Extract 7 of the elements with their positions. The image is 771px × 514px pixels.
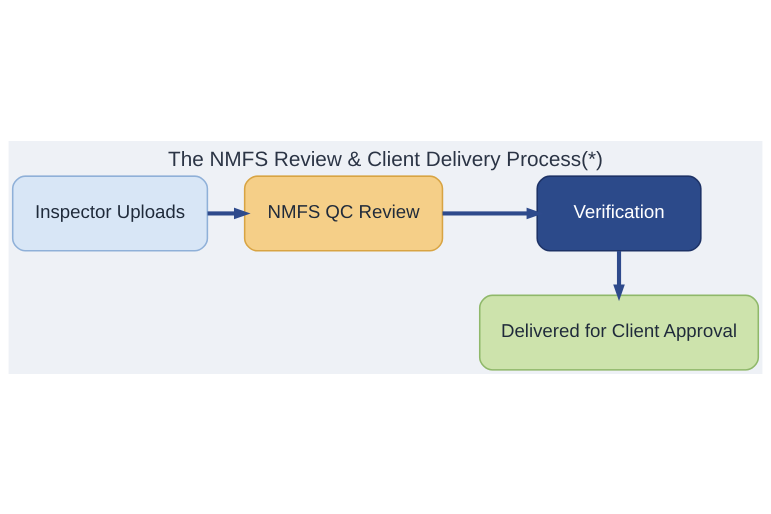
node-box: NMFS QC Review (244, 174, 444, 252)
node-box: Delivered for Client Approval (478, 294, 760, 370)
arrow (613, 250, 625, 301)
arrow (208, 207, 251, 219)
node-box: Inspector Uploads (12, 174, 208, 252)
diagram-title: The NMFS Review & Client Delivery Process(*) (168, 147, 603, 170)
node-box: Verification (536, 174, 702, 252)
